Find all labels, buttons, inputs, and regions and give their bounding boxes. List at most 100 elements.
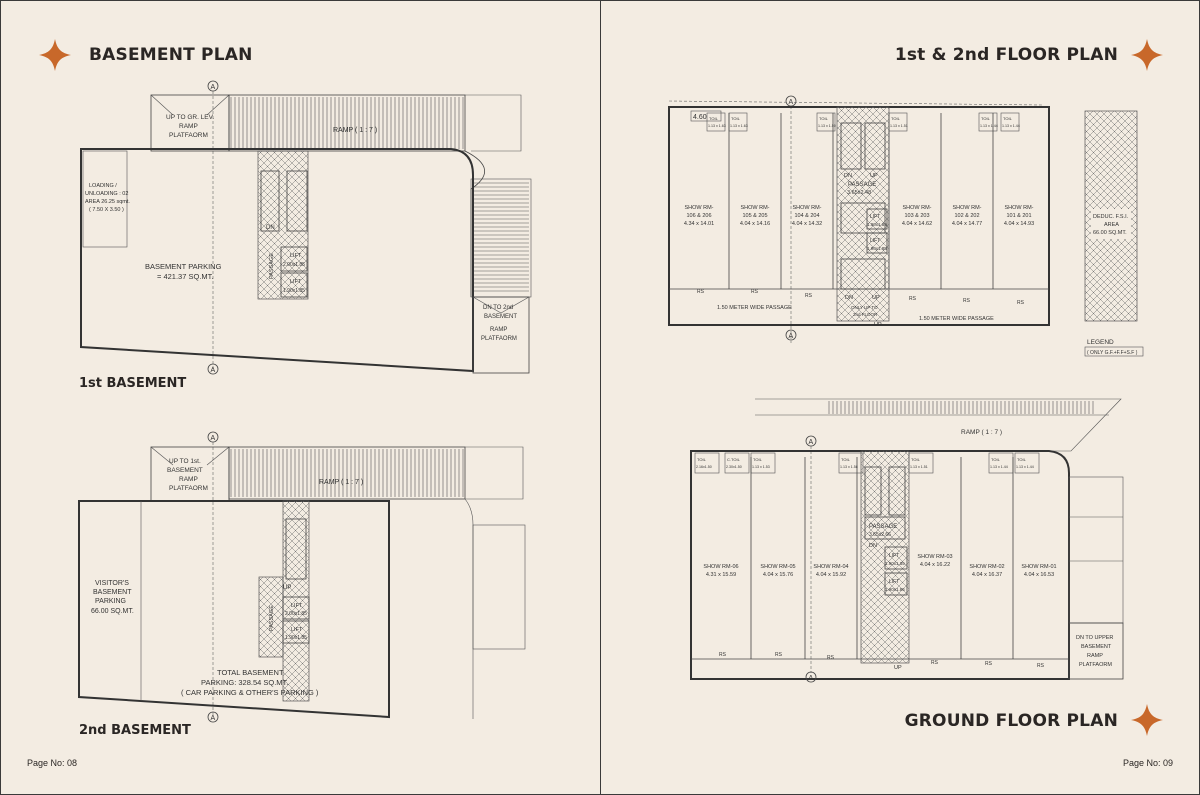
toilet-size: 1.13 x 1.51 bbox=[890, 124, 908, 128]
rs-label: RS bbox=[719, 652, 727, 658]
ramp-down-label-4: PLATFAORM bbox=[1079, 662, 1112, 668]
ramp-up-label-1: UP TO 1st. bbox=[169, 458, 201, 465]
diamond-ornament-icon bbox=[1131, 704, 1163, 736]
lift1-size: 1.90x1.85 bbox=[885, 561, 905, 566]
rs-label: RS bbox=[697, 289, 705, 295]
passage-size: 3.65x2.48 bbox=[847, 190, 871, 196]
diamond-ornament-icon bbox=[1131, 39, 1163, 71]
ramp-down-label-4: PLATFAORM bbox=[481, 336, 517, 342]
rs-label: RS bbox=[827, 655, 835, 661]
showroom-label: 4.04 x 14.16 bbox=[740, 221, 770, 227]
visitor-label-4: 66.00 SQ.MT. bbox=[91, 608, 134, 615]
passage-label: PASSAGE bbox=[269, 605, 275, 631]
up-label-2: UP bbox=[872, 295, 880, 301]
basement-plan-title: BASEMENT PLAN bbox=[89, 45, 253, 65]
showroom-label: SHOW RM- bbox=[902, 205, 931, 211]
lift2-size: 1.90x1.85 bbox=[885, 587, 905, 592]
ramp-up-label-2: RAMP bbox=[179, 123, 198, 130]
visitor-label-2: BASEMENT bbox=[93, 589, 132, 596]
dn-label: DN bbox=[844, 173, 852, 179]
lift1-size: 2.00x1.85 bbox=[285, 611, 307, 617]
up-label-3: UP bbox=[874, 322, 882, 328]
passage-label: PASSAGE bbox=[269, 253, 275, 279]
toilet-box bbox=[1000, 112, 1020, 132]
showroom-label: 4.04 x 14.77 bbox=[952, 221, 982, 227]
showroom-label: 4.31 x 15.59 bbox=[706, 572, 736, 578]
diamond-ornament-icon bbox=[39, 39, 71, 71]
loading-label-1: LOADING / bbox=[89, 183, 117, 189]
showroom-label: SHOW RM- bbox=[684, 205, 713, 211]
lift2-label: LIFT bbox=[291, 627, 303, 633]
toilet-label: TOIL bbox=[819, 116, 829, 121]
lift1-label: LIFT bbox=[290, 253, 302, 259]
showroom-label: 102 & 202 bbox=[954, 213, 979, 219]
ramp-up-label-3: RAMP bbox=[179, 476, 198, 483]
lift2-size: 1.90x1.85 bbox=[283, 288, 305, 294]
showroom-label: 103 & 203 bbox=[904, 213, 929, 219]
toilet-size: 1.13 x 1.53 bbox=[752, 465, 770, 469]
passage-label: PASSAGE bbox=[869, 524, 897, 530]
lift2-label: LIFT bbox=[290, 279, 302, 285]
showroom-label: 4.04 x 14.32 bbox=[792, 221, 822, 227]
rs-label: RS bbox=[1037, 663, 1045, 669]
ramp-down-label-2: BASEMENT bbox=[484, 314, 517, 320]
toilet-box bbox=[1014, 452, 1040, 474]
showroom-label: SHOW RM-06 bbox=[703, 564, 738, 570]
ramp-down-label-3: RAMP bbox=[490, 327, 507, 333]
up-label: UP bbox=[283, 585, 291, 591]
section-marker-a-bottom: A bbox=[211, 367, 216, 374]
showroom-label: SHOW RM-01 bbox=[1021, 564, 1056, 570]
ramp-up-label-2: BASEMENT bbox=[167, 467, 203, 474]
showroom-label: SHOW RM- bbox=[952, 205, 981, 211]
toilet-size: 1.13 x 1.44 bbox=[990, 465, 1008, 469]
lift1-label: LIFT bbox=[889, 553, 899, 559]
visitor-label-1: VISITOR'S bbox=[95, 580, 129, 587]
ramp-down-label-1: DN TO UPPER bbox=[1076, 635, 1113, 641]
ground-floor-title: GROUND FLOOR PLAN bbox=[904, 711, 1118, 731]
toilet-label: TOIL bbox=[1017, 457, 1027, 462]
ramp-up-label-4: PLATFAORM bbox=[169, 485, 208, 492]
toilet-label: TOIL bbox=[753, 457, 763, 462]
toilet-box bbox=[816, 112, 836, 132]
lift1-size: 1.90x1.85 bbox=[867, 222, 887, 227]
section-marker-a-bottom: A bbox=[809, 675, 814, 682]
up-label: UP bbox=[894, 665, 902, 671]
showroom-label: 106 & 206 bbox=[686, 213, 711, 219]
only-up-to-label: ONLY UP TO bbox=[851, 305, 878, 310]
showroom-label: 104 & 204 bbox=[794, 213, 819, 219]
passage-left-label: 1.50 METER WIDE PASSAGE bbox=[717, 305, 792, 311]
toilet-size: 1.13 x 1.44 bbox=[1002, 124, 1020, 128]
lift2-size: 1.90x1.85 bbox=[867, 246, 887, 251]
toilet-size: 1.13 x 1.51 bbox=[910, 465, 928, 469]
section-marker-a: A bbox=[211, 435, 216, 442]
total-label-2: PARKING: 328.54 SQ.MT. bbox=[201, 678, 288, 687]
dimension-label: 4.60 bbox=[693, 114, 707, 121]
toilet-label: TOIL bbox=[731, 116, 741, 121]
parking-label-1: BASEMENT PARKING bbox=[145, 262, 222, 271]
first-basement-caption: 1st BASEMENT bbox=[79, 376, 187, 391]
deduc-label-3: 66.00 SQ.MT. bbox=[1093, 230, 1127, 236]
page-number-right: Page No: 09 bbox=[1122, 758, 1173, 768]
toilet-box bbox=[724, 452, 750, 474]
lift1-size: 2.00x1.85 bbox=[283, 262, 305, 268]
toilet-box bbox=[694, 452, 720, 474]
showroom-label: 4.04 x 16.37 bbox=[972, 572, 1002, 578]
section-marker-a: A bbox=[809, 439, 814, 446]
rs-label: RS bbox=[985, 661, 993, 667]
toilet-box bbox=[838, 452, 864, 474]
showroom-label: SHOW RM-03 bbox=[917, 554, 952, 560]
legend-note: ( ONLY G.F.+F.F+S.F ) bbox=[1087, 350, 1138, 356]
ground-floor-plan: A RAMP ( 1 : 7 ) TOIL2.16x1.50C.TOIL2.30… bbox=[690, 398, 1124, 683]
showroom-label: 101 & 201 bbox=[1006, 213, 1031, 219]
toilet-box bbox=[706, 112, 726, 132]
toilet-label: TOIL bbox=[841, 457, 851, 462]
rs-label: RS bbox=[805, 293, 813, 299]
passage-right-label: 1.50 METER WIDE PASSAGE bbox=[919, 316, 994, 322]
ramp-up-label-1: UP TO GR. LEV. bbox=[166, 114, 214, 121]
ramp-stripes bbox=[228, 94, 466, 152]
total-label-3: ( CAR PARKING & OTHER'S PARKING ) bbox=[181, 688, 319, 697]
toilet-box bbox=[978, 112, 998, 132]
